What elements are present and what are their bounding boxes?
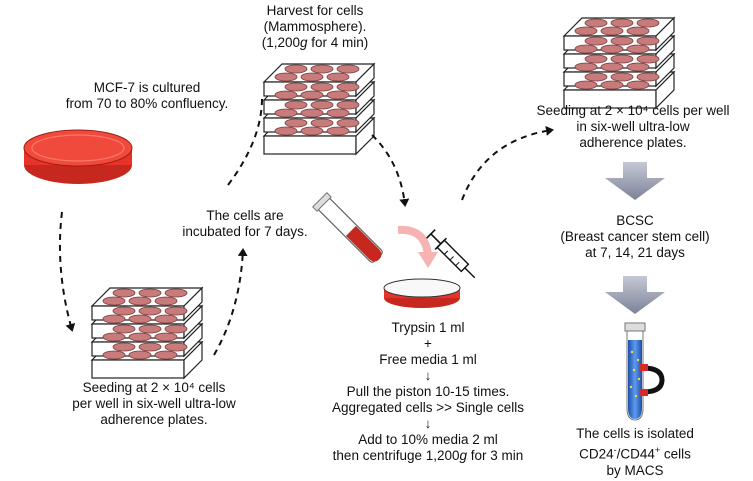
cells-text: cells [660, 446, 691, 462]
harvest-line-1: Harvest for cells [266, 3, 364, 18]
seeding-label-2: Seeding at 2 × 10⁴ cells per well in six… [528, 103, 738, 151]
incubate-line-1: The cells are [206, 208, 284, 223]
harvest-g-unit: g [300, 35, 308, 50]
bcsc-label: BCSC (Breast cancer stem cell) at 7, 14,… [545, 213, 725, 261]
protocol-line-9-pre: then centrifuge 1,200 [332, 448, 460, 463]
cd24-sup: - [613, 445, 617, 455]
protocol-g-unit: g [459, 448, 468, 463]
block-arrow-icon [605, 162, 665, 200]
petri-dish-icon [23, 129, 133, 184]
harvest-line-3: (1,200g for 4 min) [240, 35, 390, 51]
plate-stack-icon [263, 63, 375, 155]
protocol-line-5: Pull the piston 10-15 times. [346, 384, 510, 399]
culture-line-1: MCF-7 is cultured [93, 80, 201, 95]
harvest-label: Harvest for cells (Mammosphere). (1,200g… [240, 3, 390, 51]
bcsc-line-2: (Breast cancer stem cell) [560, 229, 710, 244]
culture-label: MCF-7 is cultured from 70 to 80% conflue… [62, 80, 232, 112]
petri-dish-icon [383, 278, 461, 308]
protocol-label: Trypsin 1 ml + Free media 1 ml ↓ Pull th… [318, 320, 538, 464]
seed2-line-2: in six-well ultra-low [576, 119, 690, 134]
block-arrow-icon [605, 276, 665, 314]
test-tube-icon [312, 192, 383, 263]
macs-label: The cells is isolated CD24-/CD44+ cells … [560, 426, 710, 479]
protocol-line-2: + [424, 336, 432, 351]
syringe-icon [426, 229, 476, 279]
bcsc-line-1: BCSC [616, 213, 654, 228]
macs-line-2: CD24-/CD44+ cells [560, 442, 710, 463]
cd44-text: /CD44 [616, 446, 655, 462]
macs-line-3: by MACS [606, 462, 664, 478]
protocol-line-1: Trypsin 1 ml [391, 320, 465, 335]
dashed-arrow-icon [58, 97, 554, 356]
plate-stack-icon [563, 17, 675, 109]
magnet-icon [640, 364, 665, 396]
protocol-line-9-post: for 3 min [467, 448, 524, 463]
incubate-line-2: incubated for 7 days. [182, 224, 308, 239]
seed1-line-1: Seeding at 2 × 10⁴ cells [82, 380, 226, 395]
seed2-line-1: Seeding at 2 × 10⁴ cells per well [536, 103, 730, 118]
seed1-line-2: per well in six-well ultra-low [72, 396, 236, 411]
plate-stack-icon [91, 287, 203, 379]
cd24-text: CD24 [579, 446, 614, 462]
protocol-line-9: then centrifuge 1,200g for 3 min [318, 448, 538, 464]
protocol-line-3: Free media 1 ml [379, 352, 477, 367]
incubate-label: The cells are incubated for 7 days. [160, 208, 330, 240]
seed1-line-3: adherence plates. [100, 412, 208, 427]
harvest-line-2: (Mammosphere). [263, 19, 367, 34]
cd44-sup: + [654, 445, 661, 455]
pink-arrow-icon [397, 225, 438, 268]
harvest-line-3-pre: (1,200 [261, 35, 300, 50]
culture-line-2: from 70 to 80% confluency. [65, 96, 229, 111]
protocol-line-8: Add to 10% media 2 ml [358, 432, 498, 447]
protocol-arrow-1: ↓ [424, 368, 432, 383]
macs-line-1: The cells is isolated [576, 426, 694, 441]
seed2-line-3: adherence plates. [579, 135, 687, 150]
seeding-label-1: Seeding at 2 × 10⁴ cells per well in six… [44, 380, 264, 428]
test-tube-icon [624, 322, 646, 421]
bcsc-line-3: at 7, 14, 21 days [585, 245, 685, 260]
protocol-arrow-2: ↓ [424, 416, 432, 431]
harvest-line-3-post: for 4 min) [307, 35, 369, 50]
protocol-line-6: Aggregated cells >> Single cells [331, 400, 525, 415]
